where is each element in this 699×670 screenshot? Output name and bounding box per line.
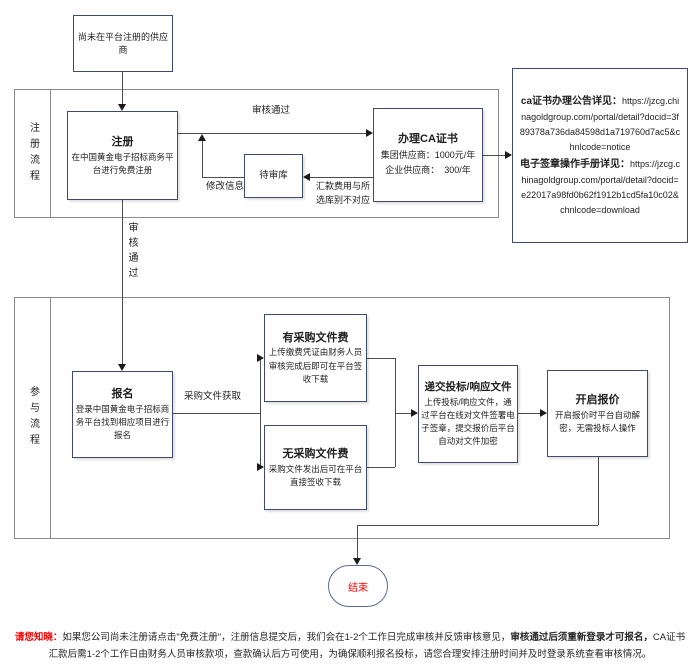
open-bid-desc: 开启报价时平台自动解密，无需投标人操作 — [554, 409, 640, 433]
footer-note-bold: 审核通过后须重新登录才可报名， — [510, 632, 653, 643]
register-node: 注册 在中国黄金电子招标商务平台进行免费注册 — [67, 111, 178, 200]
ca-certificate-price-company: 企业供应商： 300/年 — [385, 165, 471, 176]
edge-label-modify-info: 修改信息 — [206, 181, 245, 192]
connector — [598, 457, 599, 525]
start-node-label: 尚未在平台注册的供应商 — [77, 31, 168, 55]
pending-review-title: 待审库 — [259, 170, 288, 182]
lane-label-participation: 参与流程 — [15, 298, 51, 538]
lane-label-participation-text: 参与流程 — [27, 386, 39, 450]
connector — [367, 358, 395, 359]
edge-label-approved: 审核通过 — [252, 105, 291, 116]
lane-registration: 注册流程 — [14, 89, 499, 218]
arrowhead-right-icon — [257, 463, 264, 471]
fee-yes-node: 有采购文件费 上传缴费凭证由财务人员审核完成后即可在平台签收下载 — [264, 314, 367, 402]
connector — [202, 177, 244, 178]
connector — [395, 358, 396, 467]
ca-certificate-title: 办理CA证书 — [398, 133, 458, 146]
footer-note: 请您知晓：如果您公司尚未注册请点击"免费注册"，注册信息提交后，我们会在1-2个… — [11, 629, 689, 663]
arrowhead-right-icon — [366, 129, 373, 137]
arrowhead-down-icon — [118, 104, 126, 111]
arrowhead-down-icon — [353, 558, 361, 565]
arrowhead-right-icon — [257, 354, 264, 362]
start-node: 尚未在平台注册的供应商 — [73, 15, 173, 72]
info-entry-ca-notice-url: https://jzcg.chinagoldgroup.com/portal/d… — [519, 95, 681, 153]
lane-label-registration-text: 注册流程 — [27, 121, 39, 186]
info-entry-esign-manual-label: 电子签章操作手册详见： — [519, 158, 630, 170]
connector — [178, 133, 366, 134]
register-node-title: 注册 — [111, 136, 134, 149]
connector — [357, 525, 598, 526]
connector — [518, 413, 540, 414]
end-node: 结束 — [328, 565, 388, 607]
submit-bid-desc: 上传投标/响应文件，通过平台在线对文件签署电子签章，提交报价后平台自动对文件加密 — [421, 396, 515, 447]
info-entry-esign-manual: 电子签章操作手册详见：https://jzcg.chinagoldgroup.c… — [519, 156, 681, 219]
signup-node-title: 报名 — [111, 388, 134, 401]
ca-certificate-price-group: 集团供应商：1000元/年 — [380, 149, 476, 160]
submit-bid-node: 递交投标/响应文件 上传投标/响应文件，通过平台在线对文件签署电子签章，提交报价… — [418, 365, 518, 463]
connector — [395, 413, 411, 414]
connector — [483, 155, 505, 156]
signup-node: 报名 登录中国黄金电子招标商务平台找到相应项目进行报名 — [72, 371, 173, 458]
arrowhead-down-icon — [118, 364, 126, 371]
arrowhead-right-icon — [505, 151, 512, 159]
fee-no-node: 无采购文件费 采购文件发出后可在平台直接签收下载 — [264, 425, 367, 510]
info-box: ca证书办理公告详见：https://jzcg.chinagoldgroup.c… — [512, 68, 688, 243]
info-entry-ca-notice-label: ca证书办理公告详见： — [520, 95, 623, 107]
info-entry-esign-manual-url: https://jzcg.chinagoldgroup.com/portal/d… — [521, 158, 681, 216]
connector — [202, 141, 203, 177]
connector — [367, 467, 395, 468]
edge-label-obtain-docs: 采购文件获取 — [184, 391, 242, 402]
pending-review-node: 待审库 — [244, 154, 303, 198]
fee-no-desc: 采购文件发出后可在平台直接签收下载 — [268, 463, 363, 487]
edge-label-approved-vertical-text: 审核通过 — [126, 222, 137, 282]
edge-label-remit-mismatch: 汇款费用与所选库别不对应 — [315, 181, 370, 205]
arrowhead-right-icon — [540, 409, 547, 417]
arrowhead-left-icon — [303, 173, 310, 181]
lane-label-registration: 注册流程 — [15, 90, 51, 217]
open-bid-node: 开启报价 开启报价时平台自动解密，无需投标人操作 — [547, 370, 648, 457]
end-node-label: 结束 — [348, 582, 368, 594]
ca-certificate-node: 办理CA证书 集团供应商：1000元/年 企业供应商： 300/年 — [373, 108, 483, 202]
footer-note-prefix: 请您知晓： — [14, 632, 63, 643]
open-bid-title: 开启报价 — [575, 394, 620, 407]
connector — [260, 358, 261, 467]
connector — [122, 72, 123, 104]
connector — [122, 200, 123, 364]
info-entry-ca-notice: ca证书办理公告详见：https://jzcg.chinagoldgroup.c… — [519, 93, 681, 156]
footer-note-part1: 如果您公司尚未注册请点击"免费注册"，注册信息提交后，我们会在1-2个工作日完成… — [62, 632, 511, 643]
arrowhead-right-icon — [411, 409, 418, 417]
fee-yes-desc: 上传缴费凭证由财务人员审核完成后即可在平台签收下载 — [268, 347, 363, 384]
footer-note-part2: CA证书汇款后需1-2个工作日由财务人员审核款项，查款确认后方可使用，为确保顺利… — [48, 632, 686, 660]
connector — [310, 177, 373, 178]
edge-label-approved-vertical: 审核通过 — [126, 222, 137, 287]
fee-yes-title: 有采购文件费 — [282, 331, 349, 344]
connector — [173, 413, 260, 414]
lane-participation: 参与流程 — [14, 297, 670, 539]
signup-node-desc: 登录中国黄金电子招标商务平台找到相应项目进行报名 — [75, 403, 170, 441]
connector — [357, 525, 358, 558]
register-node-desc: 在中国黄金电子招标商务平台进行免费注册 — [71, 151, 174, 175]
fee-no-title: 无采购文件费 — [282, 448, 349, 461]
submit-bid-title: 递交投标/响应文件 — [424, 380, 512, 393]
arrowhead-up-icon — [198, 134, 206, 141]
